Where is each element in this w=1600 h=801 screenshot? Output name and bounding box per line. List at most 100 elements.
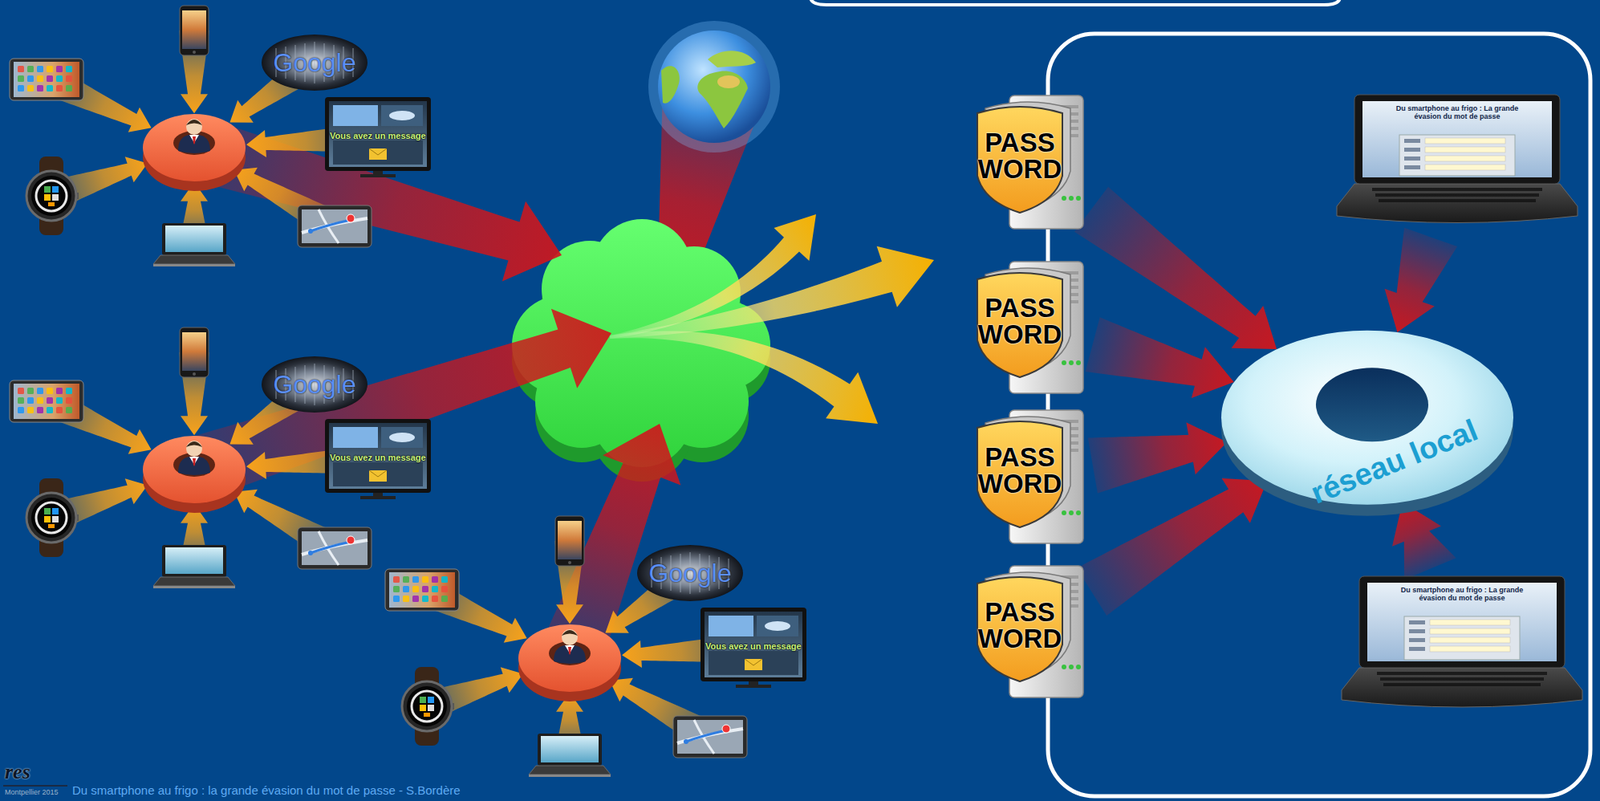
google-datacenter-icon bbox=[261, 34, 368, 91]
tv-monitor-icon bbox=[369, 470, 387, 477]
laptop-node-shape bbox=[1429, 619, 1511, 626]
tablet-icon bbox=[27, 65, 34, 73]
tablet-icon bbox=[65, 406, 73, 414]
laptop-node-shape bbox=[1429, 628, 1511, 634]
tablet-icon bbox=[56, 85, 63, 92]
laptop-icon bbox=[153, 544, 236, 589]
tablet-icon bbox=[412, 585, 419, 593]
laptop-node-shape bbox=[1362, 101, 1552, 178]
password-server-shape bbox=[1068, 195, 1074, 201]
tv-monitor-icon bbox=[360, 174, 396, 178]
gps-tablet-icon bbox=[301, 209, 368, 244]
globe bbox=[697, 70, 748, 129]
tablet-icon bbox=[441, 595, 448, 602]
local-network-ring: réseau local bbox=[1219, 327, 1515, 524]
smartwatch-icon bbox=[402, 666, 455, 746]
laptop-node-shape bbox=[1425, 146, 1506, 153]
password-server-shape bbox=[1076, 195, 1081, 201]
network-arrow bbox=[1384, 227, 1458, 333]
globe bbox=[707, 50, 756, 68]
laptop-icon bbox=[528, 765, 611, 775]
tablet-icon bbox=[422, 576, 429, 583]
user-hub bbox=[186, 118, 203, 135]
password-server-shape bbox=[1061, 510, 1067, 516]
tablet-icon bbox=[393, 595, 400, 602]
tablet-icon bbox=[27, 75, 34, 82]
laptop-node-shape bbox=[1409, 629, 1426, 634]
gps-tablet-icon bbox=[297, 205, 372, 248]
password-server-shape bbox=[1076, 664, 1081, 670]
tablet-icon bbox=[65, 85, 73, 92]
laptop-node-shape bbox=[1341, 667, 1583, 707]
gps-tablet-icon bbox=[301, 531, 368, 565]
cloud-arrow bbox=[184, 308, 612, 500]
smartwatch-icon bbox=[52, 186, 59, 193]
tv-monitor-icon bbox=[332, 105, 378, 126]
password-server: PASS WORD bbox=[972, 93, 1085, 231]
tablet-icon bbox=[431, 595, 439, 602]
laptop-icon bbox=[153, 576, 236, 586]
laptop-node-shape bbox=[1336, 183, 1578, 224]
laptop-node-shape bbox=[1376, 671, 1548, 675]
smartphone-icon bbox=[192, 50, 196, 54]
logo-underline bbox=[3, 785, 68, 787]
user-hub bbox=[142, 435, 246, 504]
laptop-node-shape bbox=[1404, 165, 1421, 170]
smartwatch-icon bbox=[427, 696, 435, 703]
tablet-icon bbox=[56, 397, 63, 404]
password-server-shape bbox=[1076, 510, 1081, 516]
network-arrow bbox=[1076, 478, 1268, 616]
tablet-icon bbox=[441, 585, 448, 593]
tv-monitor-icon bbox=[708, 615, 754, 637]
gps-tablet-icon bbox=[297, 205, 372, 248]
tv-monitor-icon bbox=[369, 148, 387, 155]
tablet-icon bbox=[65, 397, 73, 404]
tablet-icon bbox=[27, 387, 34, 394]
tv-monitor-icon bbox=[389, 110, 415, 121]
tablet-icon bbox=[36, 85, 44, 92]
laptop-node-shape bbox=[1404, 156, 1421, 161]
laptop-node-shape bbox=[1409, 620, 1426, 625]
tablet-icon bbox=[385, 568, 459, 611]
network-frame bbox=[810, 0, 1341, 5]
google-datacenter-icon bbox=[261, 34, 368, 91]
server-label: PASS WORD bbox=[974, 294, 1065, 348]
gps-tablet-icon bbox=[301, 540, 368, 555]
smartphone-icon bbox=[179, 5, 209, 56]
google-datacenter-icon bbox=[637, 544, 744, 602]
google-logo-text: Google bbox=[273, 370, 357, 399]
tablet-icon bbox=[65, 387, 73, 394]
tablet-icon bbox=[46, 75, 53, 82]
tablet-icon bbox=[36, 387, 44, 394]
user-hub bbox=[178, 134, 211, 154]
laptop-node-shape bbox=[1404, 138, 1421, 143]
smartwatch-icon bbox=[411, 690, 443, 722]
network-arrow bbox=[1088, 422, 1228, 493]
tablet-icon bbox=[17, 387, 25, 394]
google-logo-text: Google bbox=[649, 559, 732, 588]
tv-monitor-icon bbox=[389, 432, 415, 443]
tablet-icon bbox=[46, 406, 53, 414]
smartwatch-icon bbox=[26, 156, 79, 236]
gps-tablet-icon bbox=[310, 541, 351, 553]
smartwatch-icon bbox=[31, 175, 72, 216]
smartphone-icon bbox=[557, 520, 582, 560]
gps-tablet-icon bbox=[310, 219, 351, 232]
smartphone-icon bbox=[555, 515, 585, 566]
laptop-node: Du smartphone au frigo : La grande évasi… bbox=[1336, 94, 1578, 230]
tablet-icon bbox=[46, 85, 53, 92]
tablet-icon bbox=[431, 585, 439, 593]
laptop-icon bbox=[162, 544, 227, 577]
tablet-icon bbox=[17, 406, 25, 414]
smartwatch-icon bbox=[26, 478, 79, 557]
tablet-icon bbox=[431, 576, 439, 583]
tablet-icon bbox=[27, 397, 34, 404]
tablet-icon bbox=[441, 576, 448, 583]
tablet-icon bbox=[36, 65, 44, 73]
tablet-icon bbox=[9, 58, 84, 101]
gps-tablet-icon bbox=[297, 527, 372, 569]
laptop-node-shape bbox=[1375, 193, 1540, 197]
tv-monitor-icon bbox=[328, 422, 427, 489]
smartwatch-icon bbox=[48, 202, 55, 207]
smartwatch-icon bbox=[52, 507, 59, 515]
